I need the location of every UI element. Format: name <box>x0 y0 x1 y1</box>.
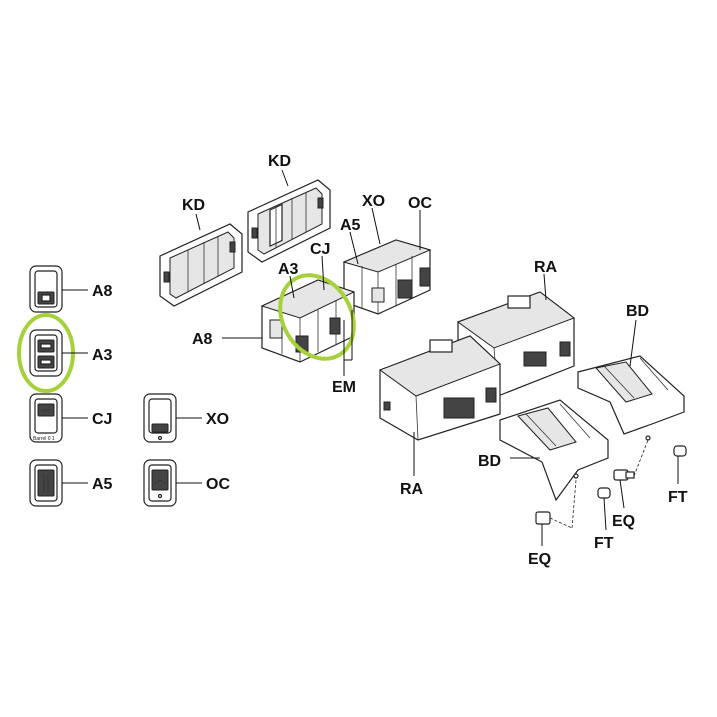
switch-icon-cj: Barrel 0 1 <box>29 393 63 443</box>
label-eq-right: EQ <box>612 513 635 530</box>
switch-icon-a8 <box>29 265 63 313</box>
switch-icon-a5 <box>29 459 63 507</box>
label-ft-right: FT <box>668 489 688 506</box>
label-bd-right: BD <box>626 303 649 320</box>
label-kd-upper: KD <box>268 153 291 170</box>
label-eq-left: EQ <box>528 551 551 568</box>
label-switch-oc: OC <box>206 476 230 493</box>
ft-pin-left <box>597 487 611 499</box>
eq-screw-left <box>535 479 577 529</box>
cj-caption: Barrel 0 1 <box>33 436 55 442</box>
label-switch-a8: A8 <box>92 283 113 300</box>
label-a5-top: A5 <box>340 217 361 234</box>
kd-bezel-upper <box>247 179 331 263</box>
label-switch-a3: A3 <box>92 347 113 364</box>
ft-pin-right <box>673 445 687 457</box>
switch-icon-oc <box>143 459 177 507</box>
eq-screw-right <box>613 439 649 481</box>
label-switch-a5: A5 <box>92 476 113 493</box>
label-a8-mid: A8 <box>192 331 213 348</box>
label-oc-top: OC <box>408 195 432 212</box>
label-kd-lower: KD <box>182 197 205 214</box>
switch-icon-a3 <box>29 329 63 377</box>
label-switch-cj: CJ <box>92 411 112 428</box>
label-switch-xo: XO <box>206 411 229 428</box>
label-ra-top: RA <box>534 259 558 276</box>
switch-block-left-group <box>260 279 356 363</box>
label-cj-top: CJ <box>310 241 330 258</box>
switch-icon-xo <box>143 393 177 443</box>
label-bd-left: BD <box>478 453 501 470</box>
label-xo-top: XO <box>362 193 385 210</box>
label-em: EM <box>332 379 356 396</box>
label-ft-left: FT <box>594 535 614 552</box>
highlight-ellipse-module <box>278 273 356 361</box>
switch-block-upper-group <box>342 239 432 315</box>
ra-housing-lower <box>378 335 501 441</box>
label-a3-top: A3 <box>278 261 299 278</box>
bd-bracket-right <box>577 355 685 441</box>
leader-lines <box>62 169 679 546</box>
kd-bezel-lower <box>159 223 243 307</box>
label-ra-bottom: RA <box>400 481 424 498</box>
bd-bracket-left <box>499 399 609 502</box>
